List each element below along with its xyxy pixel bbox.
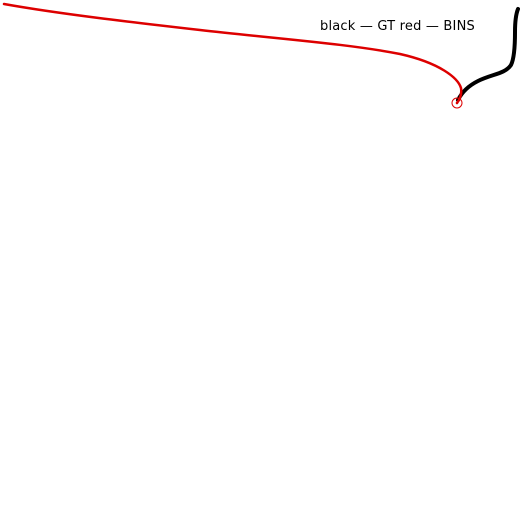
circle-marker-icon — [451, 97, 463, 109]
gt-trajectory — [456, 7, 520, 102]
marker-center-dot — [455, 101, 459, 105]
bins-trajectory — [2, 2, 463, 105]
start-marker — [451, 97, 463, 109]
legend-label: black — GT red — BINS — [320, 19, 475, 34]
